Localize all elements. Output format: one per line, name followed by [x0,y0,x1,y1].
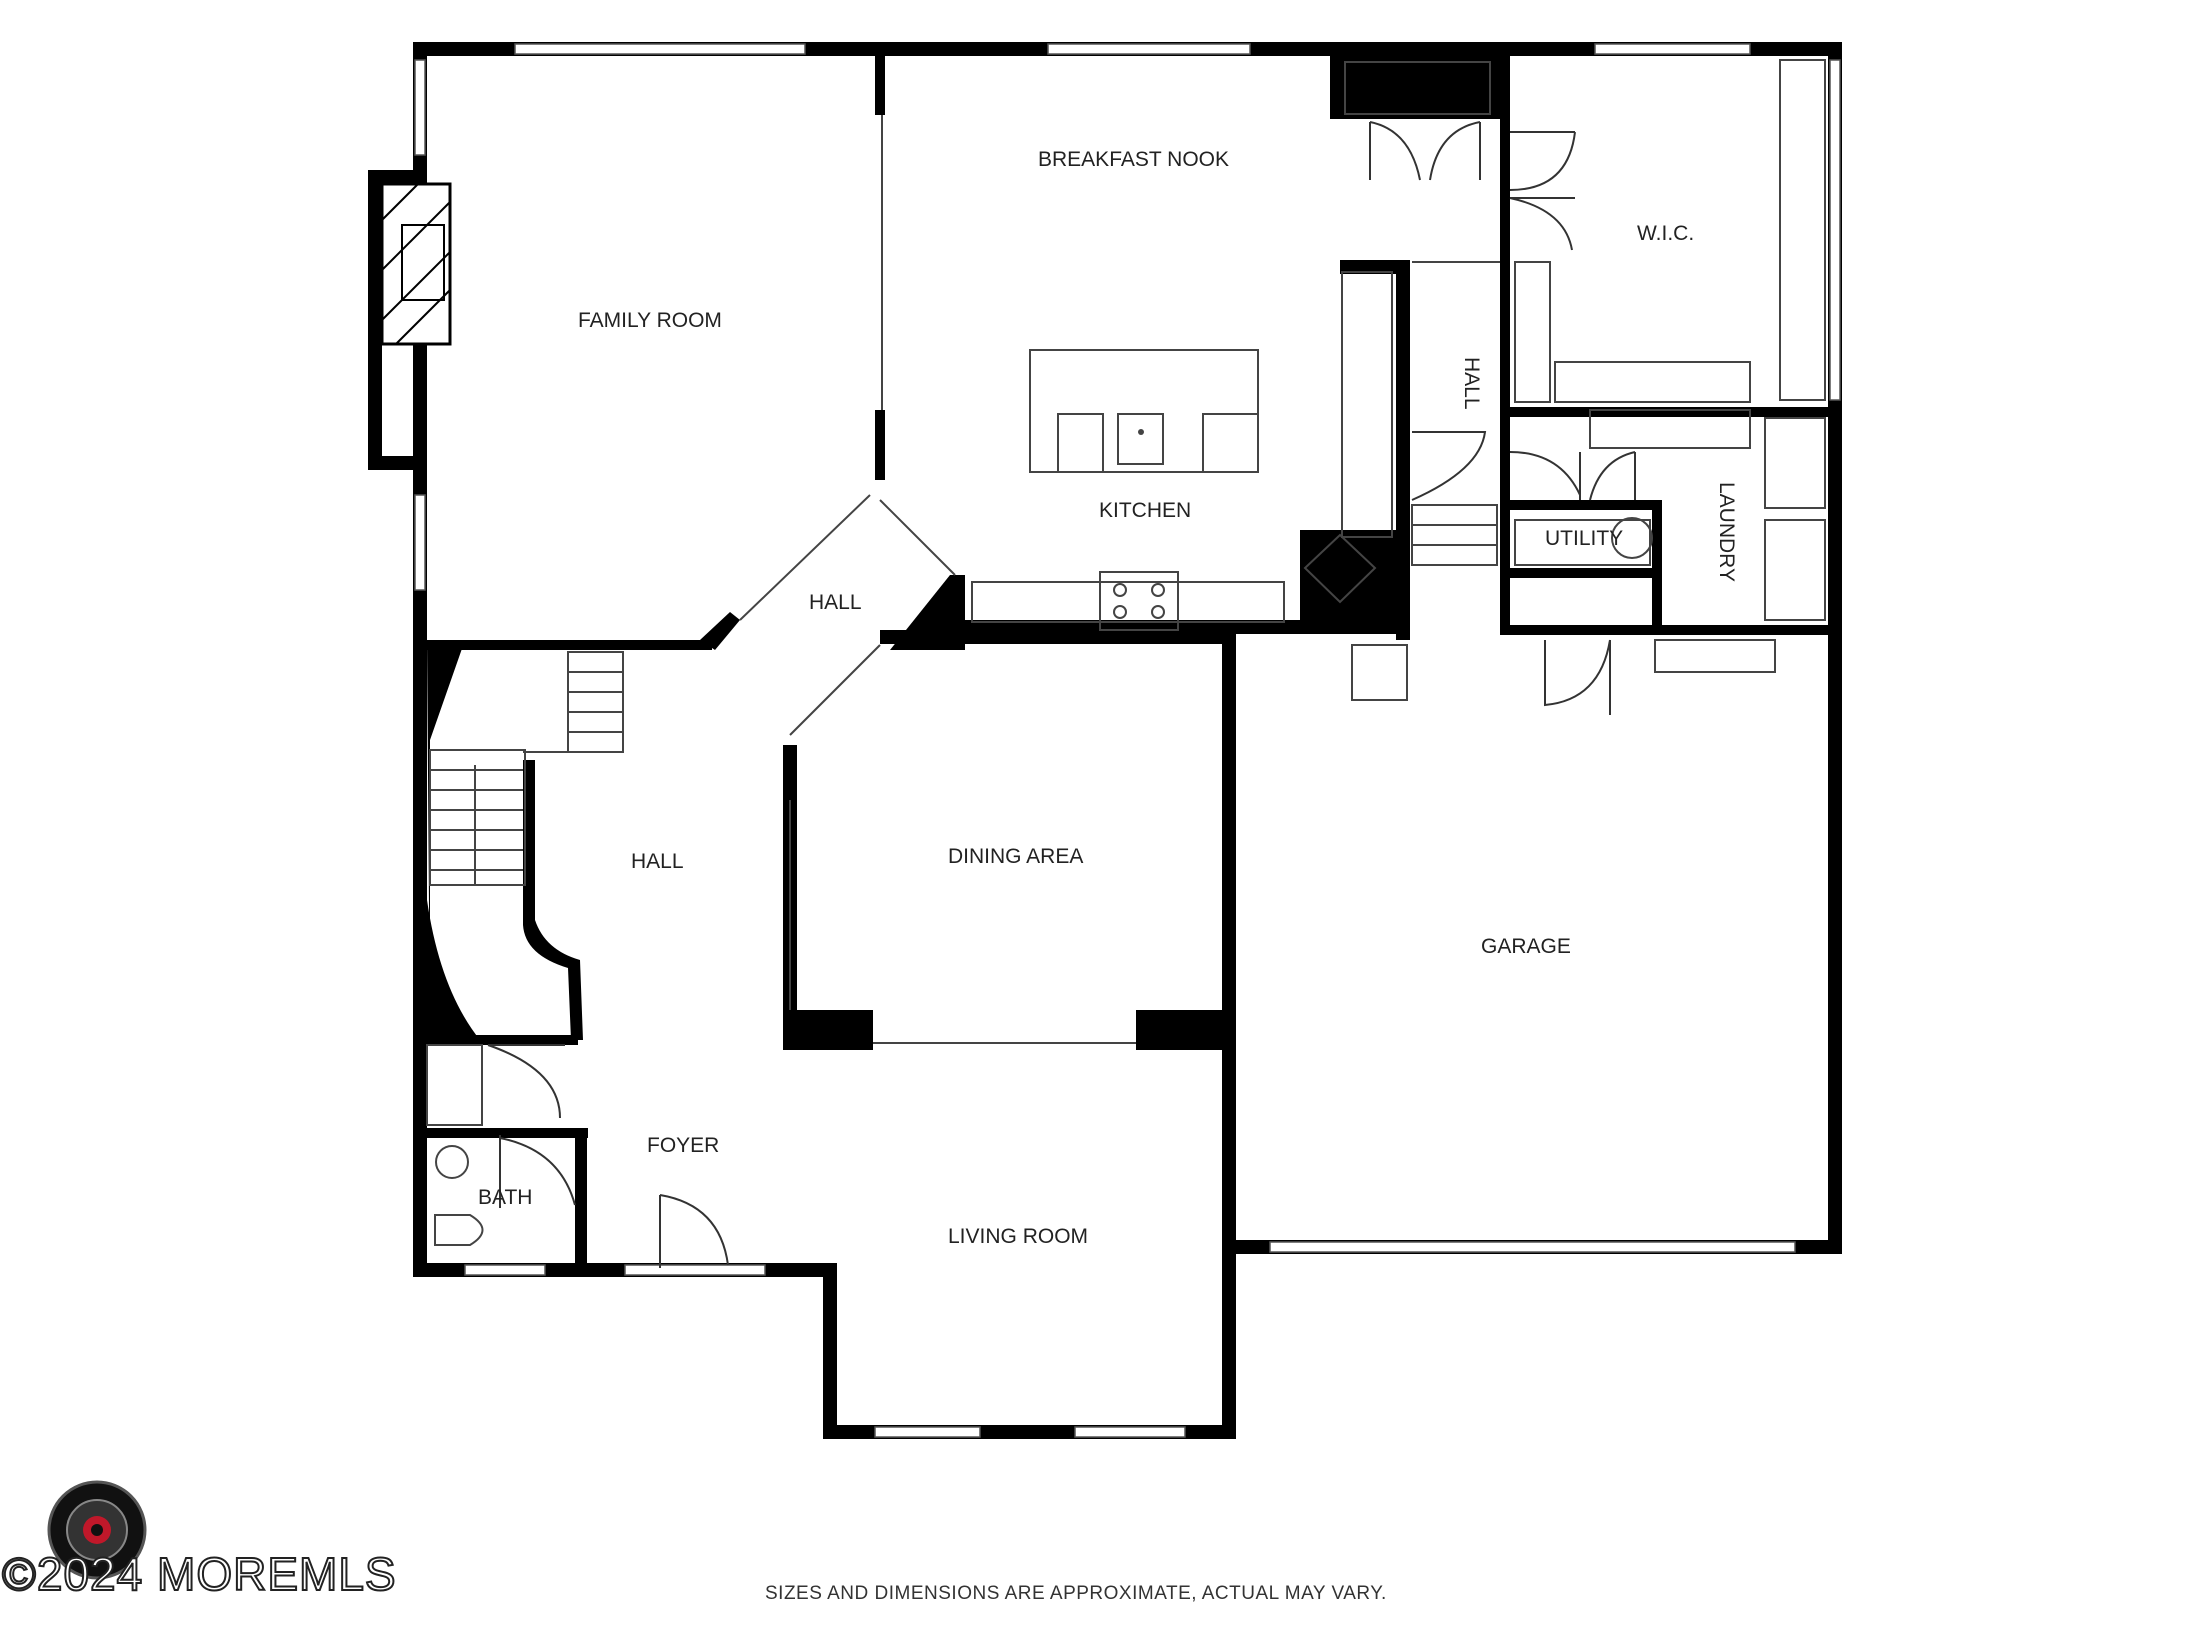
interior-lines [426,59,1826,1268]
foyer-label: FOYER [647,1134,719,1157]
kitchen-label: KITCHEN [1099,499,1191,522]
hall-side-label: HALL [1460,357,1483,410]
breakfast-nook-label: BREAKFAST NOOK [1038,148,1229,171]
living-room-label: LIVING ROOM [948,1225,1088,1248]
wic-label: W.I.C. [1637,222,1694,245]
garage-label: GARAGE [1481,935,1571,958]
bath-label: BATH [478,1186,532,1209]
laundry-label: LAUNDRY [1715,482,1738,582]
family-room-label: FAMILY ROOM [578,309,722,332]
copyright-text: ©2024 MOREMLS [2,1548,397,1600]
dining-area-label: DINING AREA [948,845,1083,868]
disclaimer-text: SIZES AND DIMENSIONS ARE APPROXIMATE, AC… [765,1583,1387,1604]
fireplace-icon [380,182,452,346]
hall-main-label: HALL [631,850,684,873]
photographer-logo [47,1480,147,1580]
windows [414,43,1841,1438]
hall-upper-label: HALL [809,591,862,614]
utility-label: UTILITY [1545,527,1623,550]
walls [368,42,1842,1439]
